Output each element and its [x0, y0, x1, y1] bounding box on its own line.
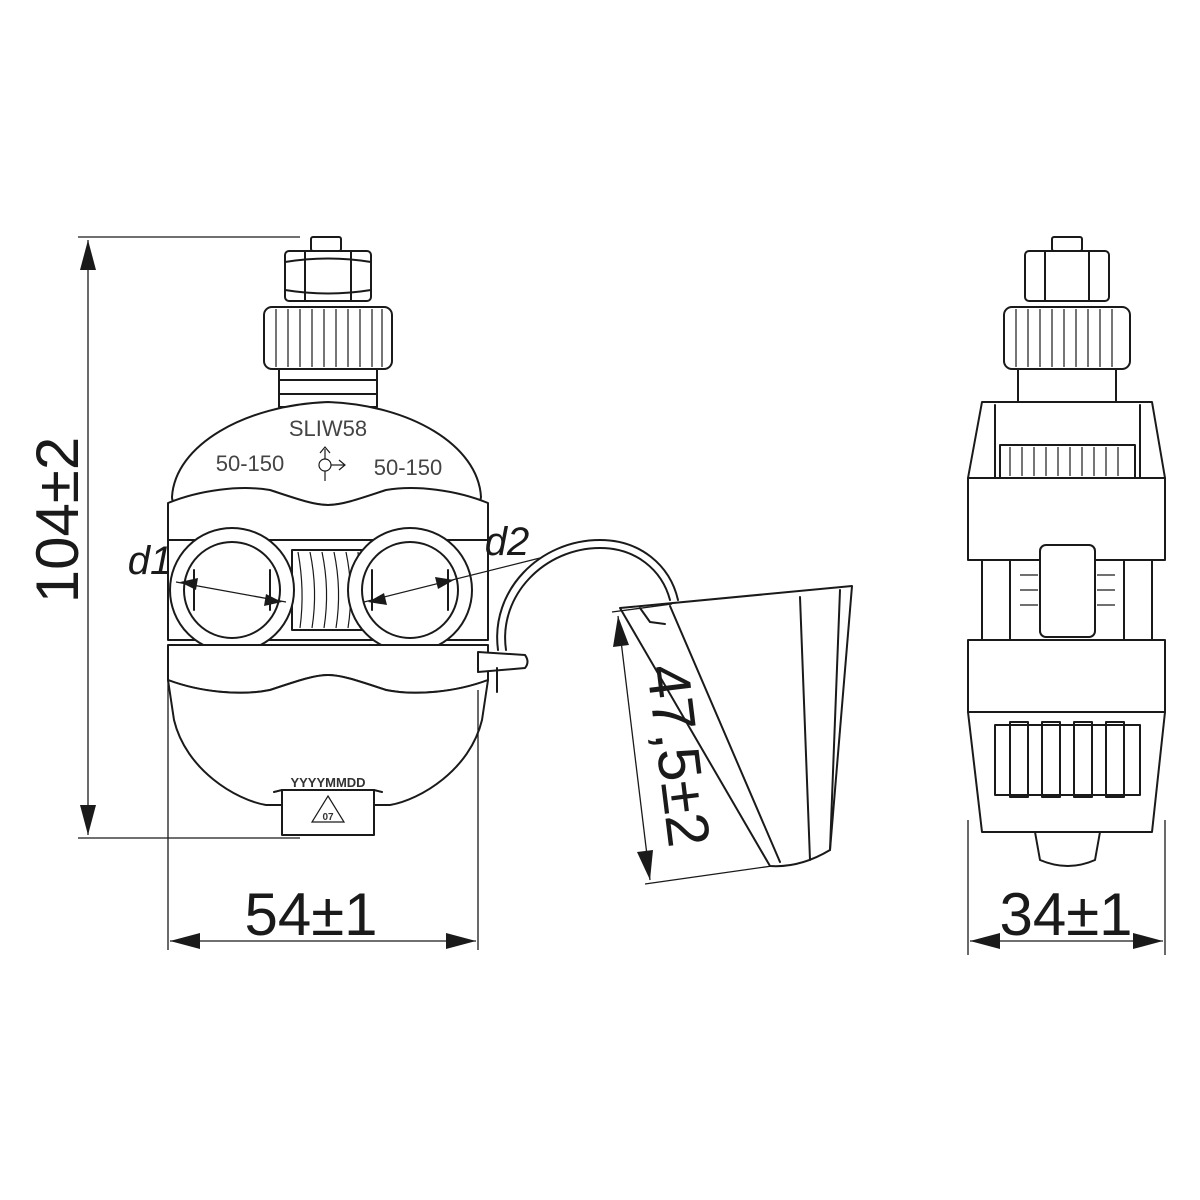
- cap-length-dimension: [611, 603, 773, 885]
- side-lower-ribs: [994, 721, 1141, 798]
- side-bottom-tab: [1034, 831, 1101, 867]
- d1-label: d1: [128, 539, 173, 583]
- height-dim-label: 104±2: [24, 437, 91, 603]
- knurled-ring: [263, 306, 393, 370]
- d2-label: d2: [485, 520, 530, 564]
- side-view: [967, 236, 1166, 867]
- side-middle: [981, 544, 1153, 641]
- width-front-dim-label: 54±1: [244, 881, 377, 948]
- side-bolt-head: [1024, 236, 1110, 302]
- recycle-code-label: 07: [322, 812, 334, 823]
- d1-leader: [175, 578, 287, 606]
- cap-hinge: [477, 651, 529, 693]
- right-range-label: 50-150: [374, 455, 443, 480]
- teeth: [291, 549, 365, 631]
- cap-strap: [496, 539, 679, 651]
- date-code-label: YYYYMMDD: [290, 775, 365, 790]
- left-range-label: 50-150: [216, 451, 285, 476]
- upper-jaw: [167, 487, 489, 541]
- width-side-dimension: [967, 820, 1166, 955]
- d2-leader: [363, 557, 541, 605]
- side-knurled-ring: [1003, 306, 1131, 370]
- shear-bolt-head: [284, 236, 372, 302]
- side-upper-teeth: [1009, 447, 1119, 476]
- direction-icon: [318, 446, 346, 481]
- end-cap: [619, 585, 853, 868]
- width-side-dim-label: 34±1: [999, 881, 1132, 948]
- model-label: SLIW58: [289, 416, 367, 441]
- front-view: SLIW58 50-150 50-150 YYYYMMDD 07 d1 d2: [128, 236, 541, 836]
- side-neck: [1017, 368, 1117, 406]
- side-upper-body: [967, 401, 1166, 561]
- width-front-dimension: [167, 650, 479, 950]
- neck: [278, 368, 378, 408]
- height-dimension: [78, 236, 300, 839]
- lower-housing: [167, 674, 489, 806]
- bottom-tab: [273, 789, 383, 836]
- conductor-hole-left: [169, 527, 295, 653]
